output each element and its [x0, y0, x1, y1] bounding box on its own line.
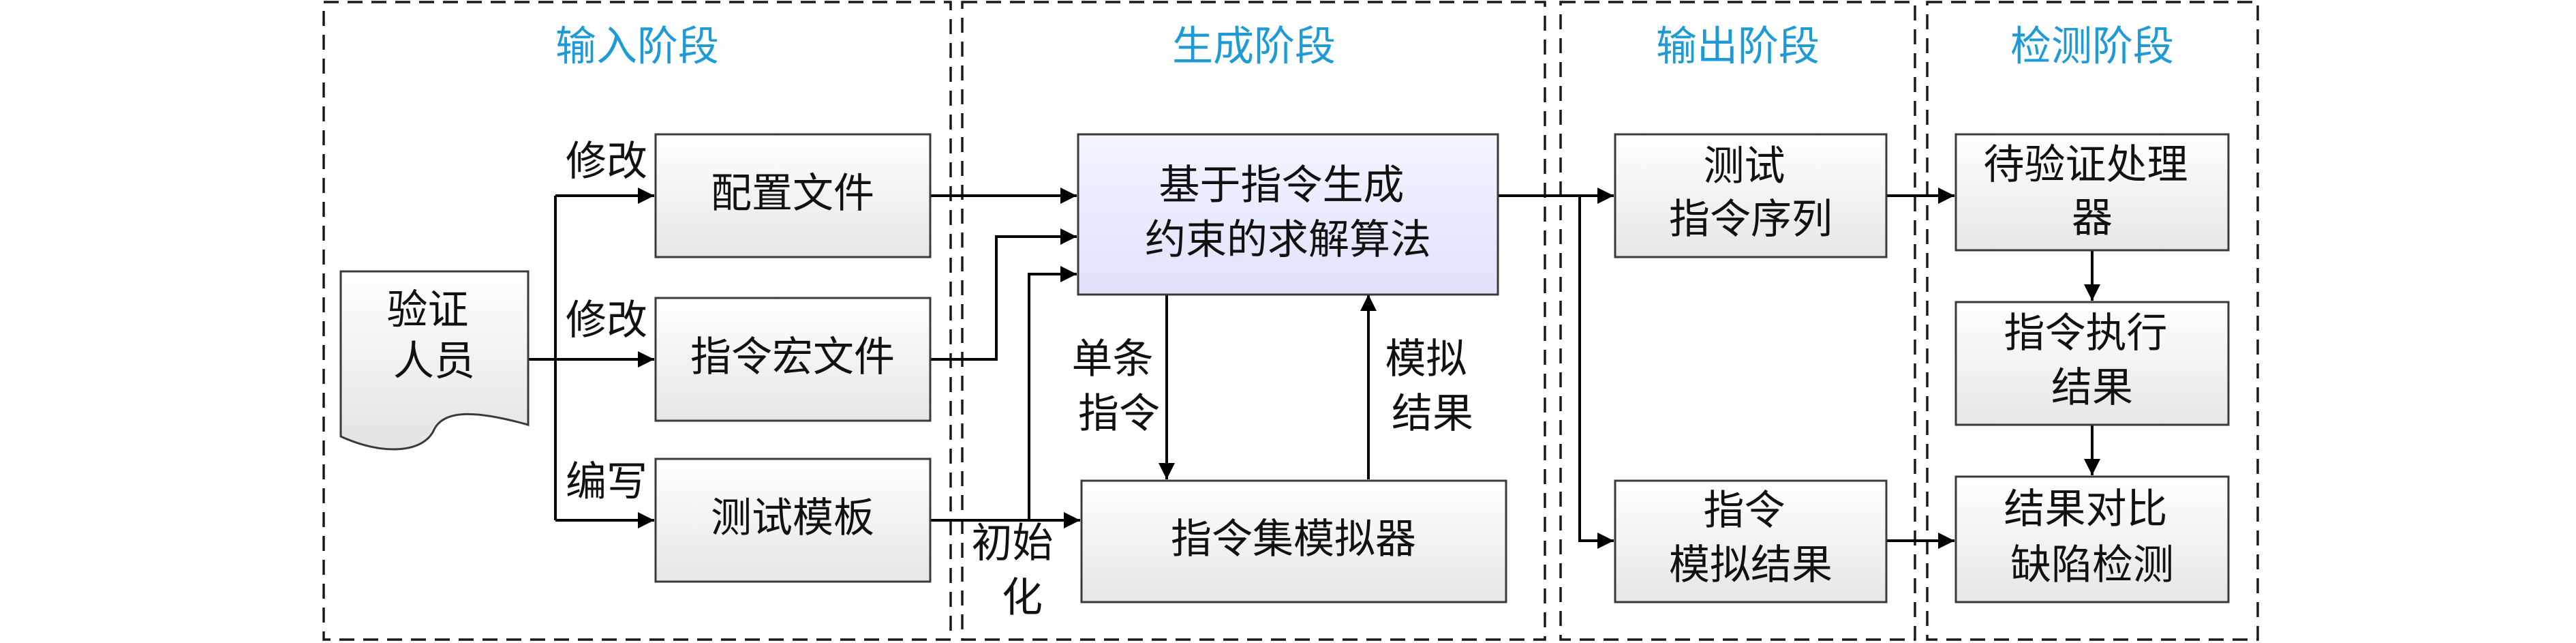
node-solver-box: [1077, 133, 1499, 296]
node-processor-line-2: 器: [2072, 194, 2113, 242]
node-processor-line-1: 待验证处理: [1983, 141, 2188, 189]
stage-check: 检测阶段: [1926, 1, 2259, 641]
node-exec-result: 指令执行 结果: [1954, 301, 2230, 426]
stage-output-border: [1559, 1, 1916, 641]
node-verifier-line-2: 人员: [393, 338, 475, 385]
node-sim-result-line-2: 模拟结果: [1669, 541, 1833, 589]
node-macro: 指令宏文件: [654, 297, 932, 422]
stage-input: 输入阶段: [322, 1, 952, 641]
node-template-line-1: 测试模板: [711, 494, 874, 542]
node-exec-result-label: 指令执行 结果: [2004, 310, 2180, 412]
edge-label-initialize: 初始 化: [971, 520, 1066, 622]
stage-check-border: [1926, 1, 2259, 641]
verifier-document-shape: [339, 270, 530, 451]
node-solver-label: 基于指令生成 约束的求解算法: [1145, 162, 1431, 264]
node-solver: 基于指令生成 约束的求解算法: [1077, 133, 1499, 296]
stage-input-title: 输入阶段: [555, 23, 719, 71]
edge-label-write-template-line-1: 编写: [566, 458, 647, 506]
stage-check-title: 检测阶段: [2010, 23, 2174, 71]
node-exec-result-box: [1954, 301, 2230, 426]
node-solver-line-1: 基于指令生成: [1159, 162, 1404, 209]
node-template: 测试模板: [654, 458, 932, 583]
node-macro-label: 指令宏文件: [690, 333, 895, 381]
edge-label-single-line-2: 指令: [1078, 390, 1160, 438]
node-processor-label: 待验证处理 器: [1983, 141, 2201, 242]
node-compare: 结果对比 缺陷检测: [1954, 475, 2230, 603]
node-sim-result-label: 指令 模拟结果: [1669, 487, 1833, 589]
edge-label-single-line-1: 单条: [1071, 335, 1153, 383]
stage-generate: 生成阶段: [961, 1, 1546, 641]
node-test-seq-label: 测试 指令序列: [1669, 143, 1833, 243]
node-test-seq: 测试 指令序列: [1614, 133, 1888, 258]
node-macro-box: [654, 297, 932, 422]
node-test-seq-line-1: 测试: [1703, 143, 1785, 190]
connectors: [528, 188, 2100, 549]
edge-solver-simresult: [1578, 196, 1614, 549]
node-macro-line-1: 指令宏文件: [690, 333, 895, 381]
node-config: 配置文件: [654, 133, 932, 258]
edge-macro-solver: [930, 228, 1077, 361]
node-processor-box: [1954, 133, 2230, 252]
node-processor: 待验证处理 器: [1954, 133, 2230, 252]
node-compare-label: 结果对比 缺陷检测: [2004, 485, 2180, 589]
node-config-line-1: 配置文件: [711, 170, 874, 218]
node-verifier: 验证 人员: [339, 270, 530, 451]
node-sim-result: 指令 模拟结果: [1614, 479, 1888, 603]
node-test-seq-box: [1614, 133, 1888, 258]
node-simulator: 指令集模拟器: [1080, 479, 1507, 603]
node-compare-line-2: 缺陷检测: [2010, 541, 2174, 589]
stage-input-border: [322, 1, 952, 641]
node-verifier-label: 验证 人员: [386, 286, 481, 385]
stage-output-title: 输出阶段: [1656, 23, 1820, 71]
node-config-label: 配置文件: [711, 170, 874, 218]
edge-label-modify-macro: 修改: [566, 297, 647, 344]
edge-label-modify-macro-line-1: 修改: [566, 297, 647, 344]
edge-label-init-line-1: 初始: [971, 520, 1053, 567]
stage-output: 输出阶段: [1559, 1, 1916, 641]
node-simulator-box: [1080, 479, 1507, 603]
edge-template-solver: [930, 266, 1077, 522]
node-template-label: 测试模板: [711, 494, 874, 542]
node-test-seq-line-2: 指令序列: [1669, 196, 1833, 243]
edge-label-single-instruction: 单条 指令: [1071, 335, 1166, 438]
edge-label-simres-line-1: 模拟: [1385, 335, 1467, 383]
edge-label-simres-line-2: 结果: [1392, 390, 1473, 438]
node-simulator-line-1: 指令集模拟器: [1171, 515, 1416, 563]
node-exec-result-line-1: 指令执行: [2004, 310, 2167, 357]
edge-label-init-line-2: 化: [1002, 574, 1043, 622]
node-simulator-label: 指令集模拟器: [1171, 515, 1416, 563]
node-sim-result-line-1: 指令: [1703, 487, 1785, 535]
node-sim-result-box: [1614, 479, 1888, 603]
node-compare-box: [1954, 475, 2230, 603]
node-verifier-line-1: 验证: [386, 286, 468, 334]
edge-label-modify-config: 修改: [566, 138, 647, 185]
node-config-box: [654, 133, 932, 258]
node-exec-result-line-2: 结果: [2051, 364, 2133, 412]
node-solver-line-2: 约束的求解算法: [1145, 216, 1431, 264]
stage-generate-border: [961, 1, 1546, 641]
edge-label-sim-result: 模拟 结果: [1385, 335, 1479, 438]
edge-label-write-template: 编写: [566, 458, 647, 506]
stage-generate-title: 生成阶段: [1172, 23, 1336, 71]
node-template-box: [654, 458, 932, 583]
node-compare-line-1: 结果对比: [2004, 485, 2167, 533]
edge-label-modify-config-line-1: 修改: [566, 138, 647, 185]
